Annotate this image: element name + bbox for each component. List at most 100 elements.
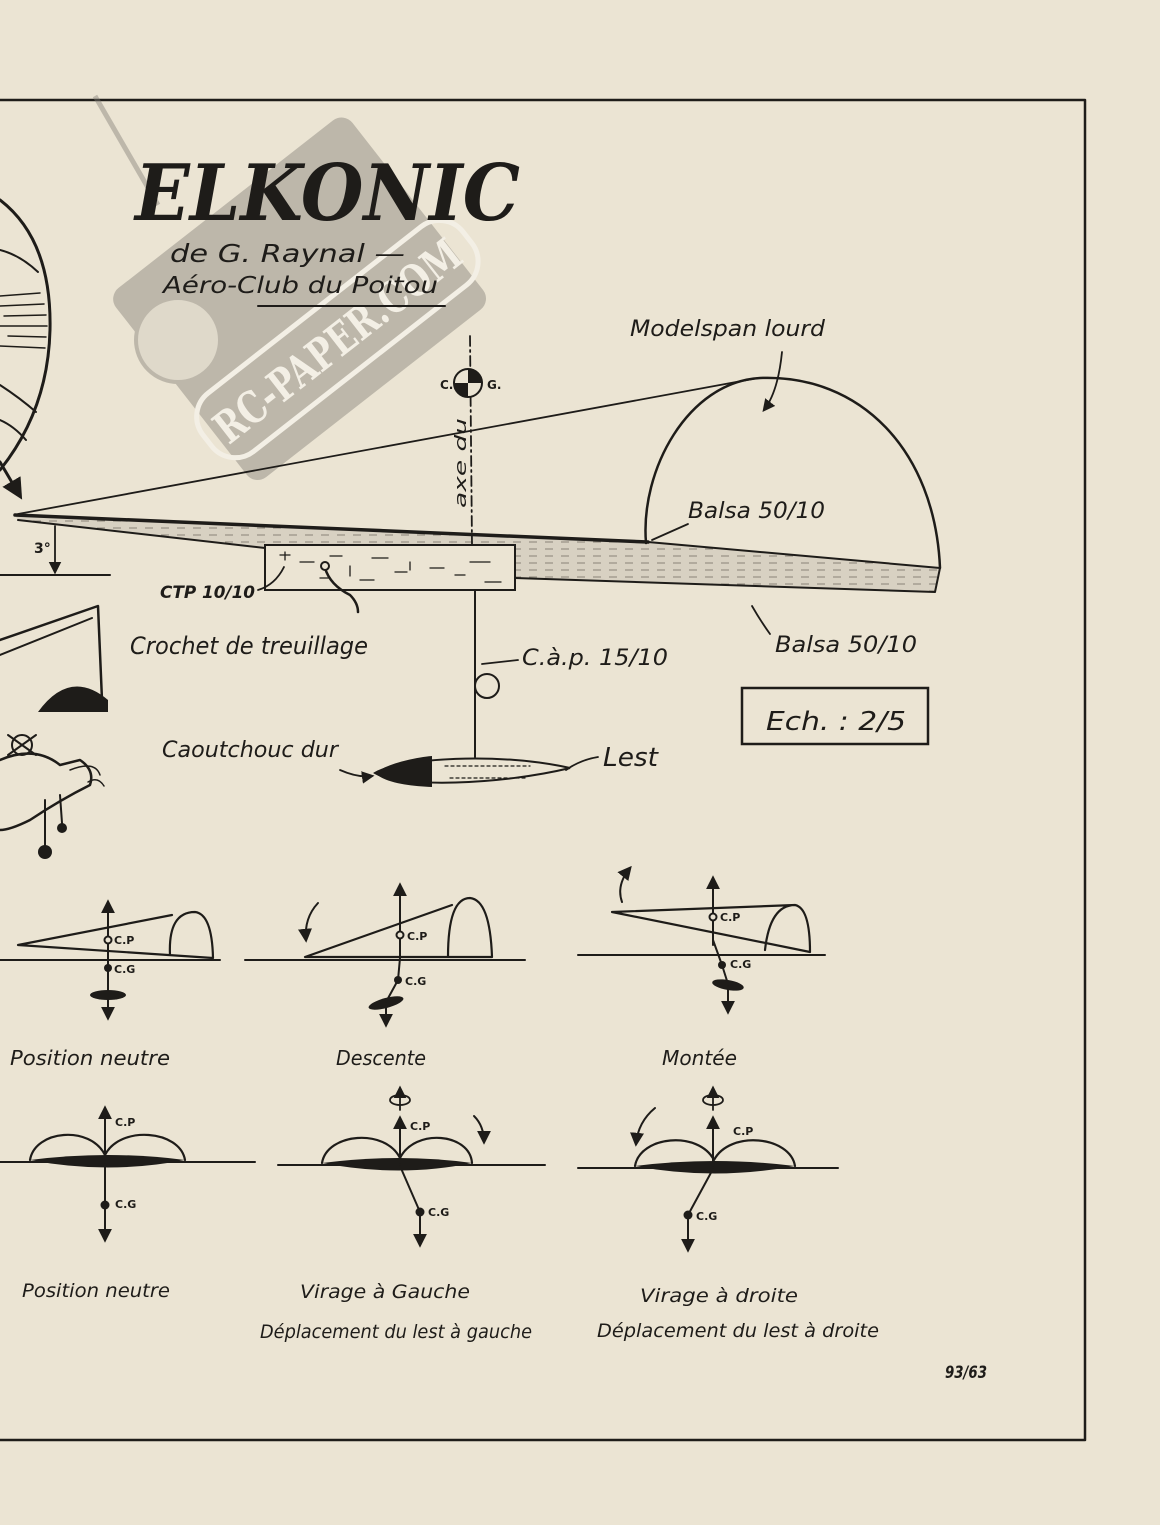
- watermark-transmitter-body: [113, 117, 487, 481]
- left-airplane-cartoon: [0, 604, 108, 859]
- caption: Montée: [662, 1046, 737, 1070]
- cg-point: [394, 976, 402, 984]
- nose-arrow: [0, 460, 23, 500]
- pitch-diagram-climb: C.P C.G Montée: [577, 865, 826, 1070]
- cg-point: [100, 1200, 110, 1210]
- stabilizer-top-edge: [13, 513, 650, 544]
- model-name: ELKONIC: [133, 148, 520, 239]
- tail-wedge: [303, 896, 494, 959]
- ballast-weight: [90, 990, 126, 1000]
- porthole-sea-lines: [0, 292, 48, 349]
- rubber-label: Caoutchouc dur: [162, 738, 340, 763]
- cartoon-wheel: [38, 845, 52, 859]
- plywood-label: CTP 10/10: [160, 583, 255, 603]
- porthole-strokes: [0, 249, 39, 441]
- cartoon-squiggle: [69, 765, 105, 787]
- axis-label: axe du: [451, 418, 470, 508]
- pitch-diagram-descent: C.P C.G Descente: [244, 882, 526, 1070]
- watermark-antenna: [92, 94, 161, 207]
- stabilizer-section: [635, 1161, 795, 1174]
- cp-label: C.P: [733, 1125, 753, 1138]
- pendulum-line: [687, 1168, 714, 1216]
- page-frame: [0, 98, 1087, 1442]
- cg-label: C.G: [730, 958, 751, 971]
- cp-label: C.P: [407, 930, 427, 943]
- caption: Virage à Gauche: [300, 1281, 470, 1303]
- cartoon-canopy: [38, 686, 108, 712]
- cartoon-landing-gear: [44, 794, 63, 846]
- stabilizer-rear-edge: [647, 541, 941, 569]
- cg-point: [683, 1210, 693, 1220]
- caption: Virage à droite: [640, 1285, 798, 1307]
- wire-label: C.à.p. 15/10: [522, 646, 668, 671]
- pitch-diagram-neutral: C.P C.G Position neutre: [0, 899, 221, 1070]
- author-line: de G. Raynal —: [170, 239, 405, 268]
- cartoon-fuselage: [0, 752, 93, 832]
- cp-point: [103, 935, 113, 945]
- title-block: ELKONIC de G. Raynal — Aéro-Club du Poit…: [133, 148, 520, 307]
- roll-arrow: [473, 1115, 491, 1145]
- ballast-pointer: [565, 756, 599, 771]
- ballast-marks: [444, 765, 531, 779]
- subcaption: Déplacement du lest à gauche: [260, 1321, 532, 1343]
- caption: Position neutre: [10, 1046, 170, 1070]
- tow-hook: [323, 566, 360, 614]
- pendulum-line: [399, 1165, 421, 1213]
- balsa-upper-pointer: [651, 523, 689, 541]
- porthole-arc: [0, 198, 52, 472]
- cp-label: C.P: [410, 1120, 430, 1133]
- plywood-pointer: [257, 566, 285, 591]
- cg-point: [718, 961, 726, 969]
- cg-label-left: C.: [440, 378, 453, 392]
- caption: Descente: [336, 1046, 426, 1070]
- scale-label: Ech. : 2/5: [766, 707, 906, 737]
- cg-point: [415, 1207, 425, 1217]
- watermark-label-frame: [194, 217, 481, 461]
- cp-point: [395, 930, 405, 940]
- caption: Position neutre: [22, 1280, 170, 1302]
- cg-label-right: G.: [487, 378, 501, 392]
- fin-outline: [644, 376, 942, 570]
- cg-label: C.G: [405, 975, 426, 988]
- tail-wedge: [610, 903, 812, 954]
- plywood-marks: [279, 551, 502, 583]
- rubber-pointer: [339, 769, 375, 784]
- tow-hook-pivot: [320, 561, 330, 571]
- wire-loop: [474, 673, 500, 699]
- turn-diagram-neutral: C.P C.G Position neutre: [0, 1105, 256, 1302]
- angle-label: 3°: [34, 541, 51, 557]
- cg-label: C.G: [428, 1206, 449, 1219]
- ballast-rubber-nose: [375, 756, 432, 787]
- cg-symbol-quadrants: [454, 369, 482, 397]
- ballast-label: Lest: [603, 743, 659, 773]
- cartoon-wing: [0, 604, 104, 702]
- main-labels: Modelspan lourd Balsa 50/10 CTP 10/10 Cr…: [130, 317, 930, 784]
- hook-label: Crochet de treuillage: [130, 632, 368, 660]
- turn-diagram-right: C.P C.G Virage à droite Déplacement du l…: [577, 1085, 879, 1342]
- cg-label: C.G: [115, 1198, 136, 1211]
- balsa-lower-pointer: [751, 605, 771, 635]
- turn-diagram-left: C.P C.G Virage à Gauche Déplacement du l…: [260, 1085, 546, 1343]
- left-porthole-illustration: [0, 198, 52, 500]
- cp-point: [708, 912, 718, 922]
- subcaption: Déplacement du lest à droite: [597, 1320, 879, 1342]
- main-side-view: 3° C. G. axe du: [0, 335, 942, 787]
- cg-label: C.G: [696, 1210, 717, 1223]
- cg-label: C.G: [114, 963, 135, 976]
- cartoon-wheel: [57, 823, 67, 833]
- covering-label: Modelspan lourd: [630, 317, 826, 342]
- covering-top-line: [17, 377, 759, 515]
- cp-label: C.P: [115, 1116, 135, 1129]
- scale-box: [740, 686, 930, 746]
- club-line: Aéro-Club du Poitou: [161, 273, 438, 299]
- cg-point: [104, 964, 112, 972]
- pitch-down-arrow: [298, 902, 319, 943]
- cp-label: C.P: [720, 911, 740, 924]
- roll-arrow: [630, 1107, 656, 1147]
- cp-label: C.P: [114, 934, 134, 947]
- balsa-lower-label: Balsa 50/10: [775, 633, 917, 658]
- signature: 93/63: [945, 1363, 987, 1383]
- tail-wedge: [16, 910, 215, 960]
- cartoon-propeller-blades: [7, 734, 37, 756]
